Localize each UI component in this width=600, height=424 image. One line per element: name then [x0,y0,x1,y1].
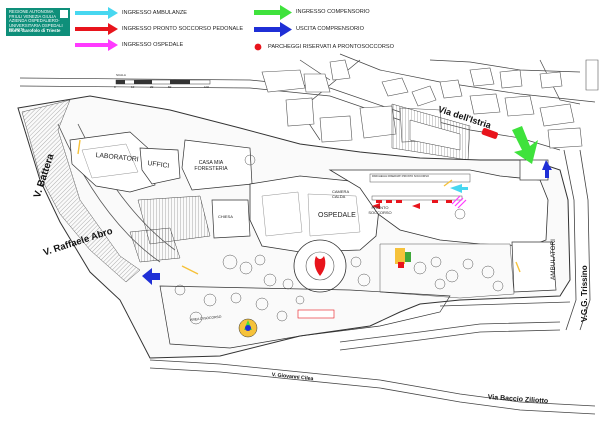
logo-line-3: Burlo Garofolo di Trieste [9,28,61,34]
exit-arrow-blue-west [142,268,160,285]
red-outlined-block [297,309,335,319]
logo-line-2: AZIENDA OSPEDALIERO-UNIVERSITARIA OSPEDA… [9,18,63,33]
building-chiesa [211,199,251,239]
area-label-ospedale: OSPEDALE [318,212,356,219]
car-icon [481,128,498,139]
trees [174,154,504,325]
arrow-red-icon [75,23,118,35]
hospital-entry-magenta [451,195,467,209]
roundabout-garden [293,239,347,293]
logo-emblem-icon [60,10,68,18]
street-label-trissino: V.G.G. Trissino [580,265,589,322]
garden-east [379,243,515,299]
legend-label: PARCHEGGI RISERVATI A PRONTOSOCCORSO [268,44,394,50]
area-label-ambulatori: AMBULATORI [550,239,557,280]
playground-icon [395,248,405,264]
scale-tick: 0 [114,85,116,89]
legend-arrows [75,5,292,51]
logo-line-1: REGIONE AUTONOMA FRIULI VENEZIA GIULIA [9,9,57,19]
building-ambulatori [511,241,557,293]
east-road [563,149,591,331]
parking-dot-icon [254,43,262,51]
area-label-parcheggio: PARCHEGGI RISERVATI PRONTO SOCCORSO [372,175,429,178]
yellow-paths [77,139,521,275]
ambulance-arrow-cyan [450,184,468,193]
ambulance-lane [371,195,463,201]
hospital-logo: REGIONE AUTONOMA FRIULI VENEZIA GIULIA A… [6,8,70,36]
parking-strip-ps [369,173,471,183]
arrow-blue-icon [254,22,292,37]
scale-tick: 100 [204,85,210,89]
legend-label: INGRESSO COMPENSORIO [296,9,370,15]
scale-bar [115,79,211,85]
building-laboratori [69,131,156,193]
ospedale-inner [261,191,303,237]
exit-arrow-blue [542,160,552,178]
area-label-foresteria: CASA MIA FORESTERIA [194,160,228,172]
southern-roads [149,301,596,415]
scale-tick: 10 [131,85,135,89]
area-label-chiesa: CHIESA [218,214,233,219]
ospedale-inner [307,193,361,237]
legend-label: INGRESSO PRONTO SOCCORSO PEDONALE [122,26,244,32]
legend-label: USCITA COMPRENSORIO [296,26,364,32]
arrow-green-icon [254,5,292,20]
lab-inner-outline [81,143,139,179]
legend-label: INGRESSO OSPEDALE [122,42,184,48]
scale-label: SCALA [116,73,126,77]
parking-lot-west [129,195,211,263]
entrance-arrow-green [512,126,538,164]
area-label-camera-calda: CAMERA CALDA [332,189,349,199]
building-uffici [139,147,181,185]
scale-tick: 20 [150,85,154,89]
arrow-magenta-icon [75,39,118,51]
arrow-cyan-icon [75,7,118,19]
slope-west [21,99,141,283]
area-label-pronto-soccorso: PRONTO SOCCORSO [368,205,392,215]
legend-label: INGRESSO AMBULANZE [122,10,187,16]
map-legend: REGIONE AUTONOMA FRIULI VENEZIA GIULIA A… [0,0,600,60]
pedestrian-arrows-red [372,203,420,209]
reserved-parking-markers [376,200,452,203]
fountain-icon [238,318,258,338]
building-foresteria [181,139,253,191]
scale-tick: 50 [168,85,172,89]
area-isocorso [159,285,451,349]
